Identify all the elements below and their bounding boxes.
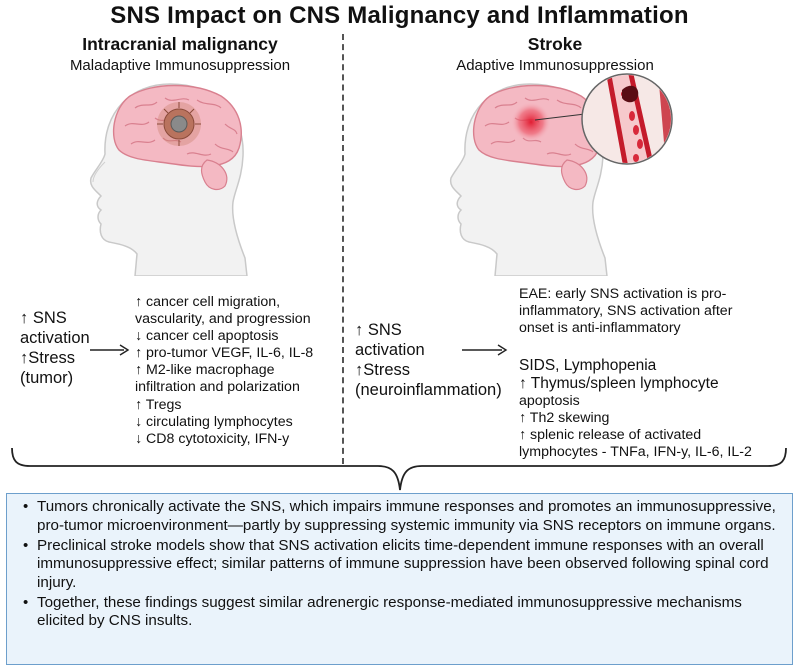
right-effect-line: apoptosis — [519, 393, 580, 409]
left-cause-line: (tumor) — [20, 369, 74, 387]
right-effects-subtitle: SIDS, Lymphopenia — [519, 357, 657, 374]
left-effect-line: ↑ M2-like macrophage — [135, 362, 275, 379]
right-effect-line: inflammatory, SNS activation after — [519, 303, 733, 320]
right-cause-line: ↑Stress — [355, 361, 411, 379]
left-effects-list: ↑ cancer cell migration, vascularity, an… — [135, 294, 340, 448]
figure-title: SNS Impact on CNS Malignancy and Inflamm… — [110, 2, 689, 29]
left-cause-line: activation — [20, 329, 90, 347]
left-panel-heading: Intracranial malignancy — [82, 34, 278, 54]
head-with-stroke-illustration — [449, 83, 608, 276]
summary-item-text: Together, these findings suggest similar… — [37, 593, 742, 630]
panel-divider — [342, 34, 344, 464]
left-cause-line: ↑ SNS — [20, 309, 67, 327]
right-panel-heading: Stroke — [527, 34, 583, 54]
right-panel-subheading: Adaptive Immunosuppression — [456, 57, 654, 74]
right-cause-line: activation — [355, 341, 425, 359]
left-effect-line: ↑ Tregs — [135, 396, 182, 413]
summary-item-text: Tumors chronically activate the SNS, whi… — [37, 498, 776, 534]
left-effect-line: ↓ CD8 cytotoxicity, IFN-y — [135, 430, 290, 447]
left-effect-line: ↑ cancer cell migration, — [135, 294, 281, 310]
left-effect-line: ↑ pro-tumor VEGF, IL-6, IL-8 — [135, 345, 314, 362]
left-cause-line: ↑Stress — [20, 349, 76, 367]
right-effects-eae: EAE: early SNS activation is pro- inflam… — [519, 286, 797, 337]
right-effects-sids: SIDS, Lymphopenia ↑ Thymus/spleen lympho… — [519, 356, 797, 461]
left-effect-line: infiltration and polarization — [135, 379, 300, 396]
summary-item-text: Preclinical stroke models show that SNS … — [37, 536, 769, 591]
right-effect-line: ↑ Thymus/spleen lymphocyte — [519, 375, 719, 392]
right-cause-line: ↑ SNS — [355, 321, 402, 339]
summary-item: • Tumors chronically activate the SNS, wh… — [23, 498, 778, 535]
bullet-icon: • — [23, 498, 29, 515]
right-arrow-icon — [90, 344, 130, 356]
bullet-icon: • — [23, 593, 29, 611]
right-effect-line: ↑ Th2 skewing — [519, 410, 610, 427]
right-effect-line: EAE: early SNS activation is pro- — [519, 286, 727, 302]
head-with-brain-tumor-illustration — [89, 83, 248, 276]
left-effect-line: ↓ circulating lymphocytes — [135, 413, 293, 430]
right-effect-line: lymphocytes - TNFa, IFN-y, IL-6, IL-2 — [519, 444, 752, 461]
right-effect-line: ↑ splenic release of activated — [519, 427, 702, 444]
right-effect-line: onset is anti-inflammatory — [519, 320, 681, 337]
left-panel-subheading: Maladaptive Immunosuppression — [69, 57, 291, 74]
left-effect-line: ↓ cancer cell apoptosis — [135, 328, 279, 345]
summary-list: • Tumors chronically activate the SNS, wh… — [21, 498, 778, 631]
summary-item: • Together, these findings suggest simila… — [23, 593, 778, 631]
left-effect-line: vascularity, and progression — [135, 311, 311, 328]
blood-vessel-clot-inset — [581, 73, 673, 165]
right-cause-text: ↑ SNS activation ↑Stress (neuroinflammat… — [355, 320, 515, 400]
right-arrow-icon — [462, 344, 508, 356]
left-cause-text: ↑ SNS activation ↑Stress (tumor) — [20, 308, 130, 388]
bullet-icon: • — [23, 536, 29, 554]
curly-brace — [11, 447, 787, 491]
summary-item: • Preclinical stroke models show that SNS… — [23, 536, 778, 593]
right-cause-line: (neuroinflammation) — [355, 381, 502, 399]
summary-box: • Tumors chronically activate the SNS, wh… — [6, 493, 793, 665]
